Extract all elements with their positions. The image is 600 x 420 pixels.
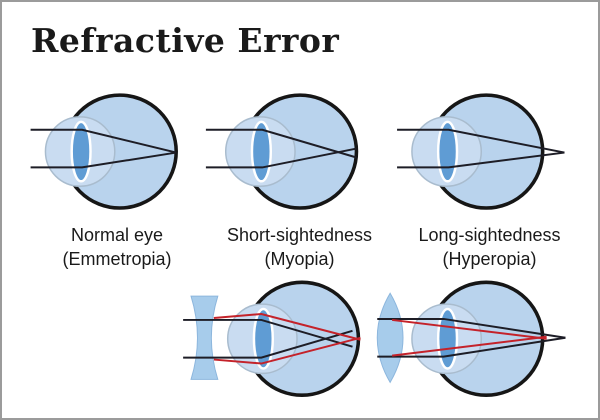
light-ray — [397, 151, 565, 169]
uncorrected-rays — [377, 317, 566, 358]
myopia-corrected-diagram — [183, 280, 361, 398]
light-ray — [205, 147, 357, 169]
label-line: Long-sightedness — [418, 225, 561, 245]
label-hyperopia: Long-sightedness (Hyperopia) — [397, 223, 582, 271]
label-line: Short-sightedness — [226, 225, 373, 245]
light-ray — [377, 336, 566, 358]
corrected-ray — [391, 335, 547, 357]
corrected-ray — [213, 336, 361, 365]
light-rays-focused-on-retina — [30, 128, 177, 169]
light-ray — [183, 329, 353, 359]
label-line: (Hyperopia) — [442, 249, 537, 269]
concave-lens — [190, 295, 219, 380]
label-line: (Emmetropia) — [62, 249, 172, 269]
corrected-ray — [391, 318, 547, 340]
hyperopia-corrected-diagram — [376, 280, 566, 398]
label-line: Normal eye — [70, 225, 164, 245]
light-ray — [30, 151, 177, 169]
label-line: (Myopia) — [264, 249, 335, 269]
corrected-rays — [213, 312, 361, 365]
light-rays-focused-before-retina — [205, 128, 357, 169]
light-ray — [30, 128, 177, 154]
label-normal-eye: Normal eye (Emmetropia) — [27, 223, 207, 271]
myopia-eye-diagram — [205, 93, 359, 210]
light-ray — [397, 128, 565, 154]
corrected-rays — [391, 318, 547, 357]
page-title: Refractive Error — [31, 21, 340, 60]
corrected-ray — [213, 312, 361, 341]
normal-eye-diagram — [30, 93, 178, 210]
light-rays-focused-behind-retina — [397, 128, 565, 169]
label-myopia: Short-sightedness (Myopia) — [207, 223, 392, 271]
light-ray — [183, 318, 353, 348]
uncorrected-rays — [183, 318, 353, 359]
light-ray — [377, 317, 566, 339]
hyperopia-eye-diagram — [397, 93, 565, 210]
convex-lens — [376, 292, 404, 384]
light-ray — [205, 128, 357, 159]
